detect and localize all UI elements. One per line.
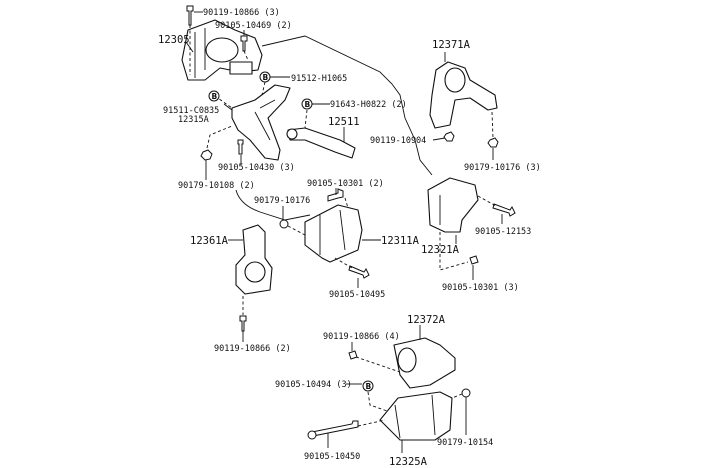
label-90105-10495: 90105-10495 <box>329 290 385 300</box>
label-12315A: 12315A <box>178 115 209 125</box>
bolt-icon <box>348 265 370 279</box>
bolt-icon <box>311 420 359 437</box>
bolt-icon <box>186 5 194 26</box>
nut-icon <box>279 219 289 229</box>
label-90179-10176-3: 90179-10176 (3) <box>464 163 541 173</box>
svg-text:B: B <box>263 73 269 82</box>
label-12511: 12511 <box>328 116 360 128</box>
label-90119-10866-2: 90119-10866 (2) <box>214 344 291 354</box>
label-90105-10469-2: 90105-10469 (2) <box>215 21 292 31</box>
assembly-boundary-line-2 <box>235 189 311 221</box>
bolt-head-icon <box>469 255 479 265</box>
label-90179-10154: 90179-10154 <box>437 438 493 448</box>
label-91511-C0835: 91511-C0835 <box>163 106 219 116</box>
label-90179-10108-2: 90179-10108 (2) <box>178 181 255 191</box>
part-12315A[interactable] <box>231 84 291 161</box>
assembly-boundary-line <box>261 35 433 176</box>
part-12321A[interactable] <box>427 177 479 233</box>
label-12321A: 12321A <box>421 244 460 256</box>
nut-icon <box>200 149 213 161</box>
bolt-icon <box>240 35 248 52</box>
marker-b: B <box>362 380 374 392</box>
marker-b: B <box>301 98 313 110</box>
label-12305: 12305 <box>158 34 190 46</box>
part-12511[interactable] <box>286 127 356 159</box>
bolt-icon <box>327 188 344 202</box>
label-91512-H1065: 91512-H1065 <box>291 74 347 84</box>
label-90105-10301-3: 90105-10301 (3) <box>442 283 519 293</box>
svg-text:B: B <box>212 92 218 101</box>
part-12305[interactable] <box>181 19 263 81</box>
svg-text:B: B <box>305 100 311 109</box>
label-90105-10494-3: 90105-10494 (3) <box>275 380 352 390</box>
label-12311A: 12311A <box>381 235 420 247</box>
nut-icon <box>461 388 471 398</box>
label-12372A: 12372A <box>407 314 446 326</box>
bolt-head-icon <box>348 350 358 360</box>
bolt-head-icon <box>307 430 317 440</box>
part-12371A[interactable] <box>429 61 498 129</box>
nut-icon <box>487 137 499 148</box>
label-90105-10301-2: 90105-10301 (2) <box>307 179 384 189</box>
label-12361A: 12361A <box>190 235 229 247</box>
label-90105-10450: 90105-10450 <box>304 452 360 462</box>
bolt-icon <box>492 203 516 217</box>
nut-icon <box>443 131 455 142</box>
label-90105-10430-3: 90105-10430 (3) <box>218 163 295 173</box>
label-12325A: 12325A <box>389 456 428 468</box>
part-12325A[interactable] <box>379 391 453 441</box>
label-90119-10904: 90119-10904 <box>370 136 426 146</box>
label-91643-H0822-2: 91643-H0822 (2) <box>330 100 407 110</box>
part-labels: 90119-10866 (3) 90105-10469 (2) 12305 91… <box>158 8 541 468</box>
bolt-icon <box>237 139 244 155</box>
label-90105-12153: 90105-12153 <box>475 227 531 237</box>
svg-text:B: B <box>366 382 372 391</box>
label-12371A: 12371A <box>432 39 471 51</box>
marker-b: B <box>208 90 220 102</box>
part-12361A[interactable] <box>235 224 273 295</box>
part-12311A[interactable] <box>304 204 363 263</box>
label-90119-10866-4: 90119-10866 (4) <box>323 332 400 342</box>
bolt-icon <box>239 315 247 332</box>
label-90119-10866-3: 90119-10866 (3) <box>203 8 280 18</box>
label-90179-10176: 90179-10176 <box>254 196 310 206</box>
marker-b: B <box>259 71 271 83</box>
part-12372A[interactable] <box>393 337 456 389</box>
